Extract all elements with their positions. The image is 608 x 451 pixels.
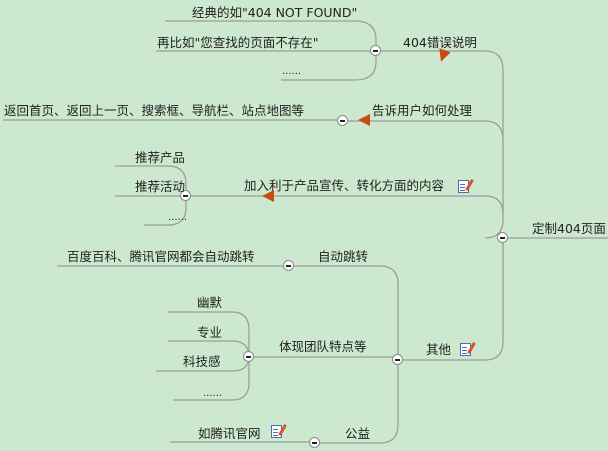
note-icon[interactable] xyxy=(460,343,471,356)
collapse-tell-user-button[interactable] xyxy=(337,115,348,126)
node-tech[interactable]: 科技感 xyxy=(183,354,221,369)
collapse-charity-button[interactable] xyxy=(309,437,320,448)
node-promo[interactable]: 加入利于产品宣传、转化方面的内容 xyxy=(244,178,445,193)
collapse-team-button[interactable] xyxy=(243,351,254,362)
node-ellipsis[interactable]: ...... xyxy=(282,66,302,77)
node-tencent[interactable]: 如腾讯官网 xyxy=(198,426,261,441)
node-recommend-product[interactable]: 推荐产品 xyxy=(135,150,186,165)
node-auto-jump-example[interactable]: 百度百科、腾讯官网都会自动跳转 xyxy=(67,249,255,264)
node-team[interactable]: 体现团队特点等 xyxy=(279,339,367,354)
node-example[interactable]: 再比如"您查找的页面不存在" xyxy=(157,35,319,50)
note-icon[interactable] xyxy=(271,425,282,438)
node-classic[interactable]: 经典的如"404 NOT FOUND" xyxy=(192,5,358,20)
node-humor[interactable]: 幽默 xyxy=(197,295,223,310)
collapse-root-button[interactable] xyxy=(497,232,508,243)
node-404-desc[interactable]: 404错误说明 xyxy=(403,35,477,50)
node-ellipsis[interactable]: ...... xyxy=(203,388,223,399)
node-recommend-activity[interactable]: 推荐活动 xyxy=(135,179,186,194)
arrow-icon xyxy=(358,114,370,126)
collapse-other-button[interactable] xyxy=(392,354,403,365)
collapse-auto-jump-button[interactable] xyxy=(283,260,294,271)
node-other[interactable]: 其他 xyxy=(426,342,452,357)
node-tell-user[interactable]: 告诉用户如何处理 xyxy=(372,103,473,118)
note-icon[interactable] xyxy=(458,180,469,193)
node-professional[interactable]: 专业 xyxy=(197,325,223,340)
root-node[interactable]: 定制404页面 xyxy=(532,221,606,236)
node-auto-jump[interactable]: 自动跳转 xyxy=(318,249,369,264)
node-charity[interactable]: 公益 xyxy=(345,426,371,441)
collapse-promo-button[interactable] xyxy=(180,190,191,201)
arrow-icon xyxy=(262,190,274,202)
node-ellipsis[interactable]: ...... xyxy=(168,212,188,223)
node-return-options[interactable]: 返回首页、返回上一页、搜索框、导航栏、站点地图等 xyxy=(4,103,305,118)
collapse-404-desc-button[interactable] xyxy=(370,45,381,56)
